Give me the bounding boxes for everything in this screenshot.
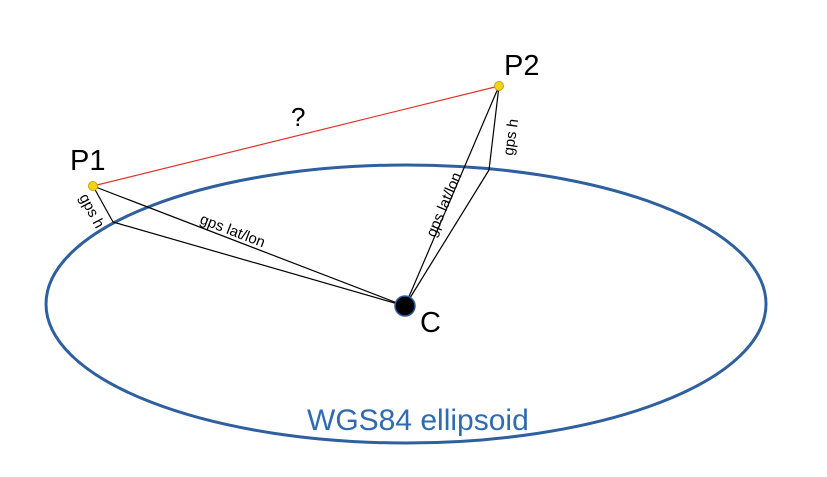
- ellipsoid-label: WGS84 ellipsoid: [307, 404, 529, 437]
- p1-latlon-label: gps lat/lon: [198, 211, 268, 251]
- p1-label: P1: [70, 145, 105, 177]
- center-label: C: [420, 307, 441, 339]
- p1-height-line: [92, 185, 114, 223]
- p2-height-label: gps h: [500, 118, 522, 157]
- p1-point: [88, 181, 98, 191]
- p2-height-line: [488, 85, 500, 171]
- p1-surface-line: [112, 221, 406, 307]
- distance-line: [92, 85, 500, 187]
- p1-center-line: [92, 185, 406, 307]
- center-point: [394, 295, 416, 317]
- unknown-distance-label: ?: [291, 102, 305, 132]
- p2-point: [494, 81, 504, 91]
- p2-surface-line: [404, 169, 490, 307]
- wgs84-ellipse: [44, 163, 768, 445]
- p1-height-label: gps h: [75, 191, 107, 231]
- p2-latlon-label: gps lat/lon: [423, 170, 465, 240]
- p2-center-line: [404, 85, 500, 307]
- p2-label: P2: [504, 50, 539, 82]
